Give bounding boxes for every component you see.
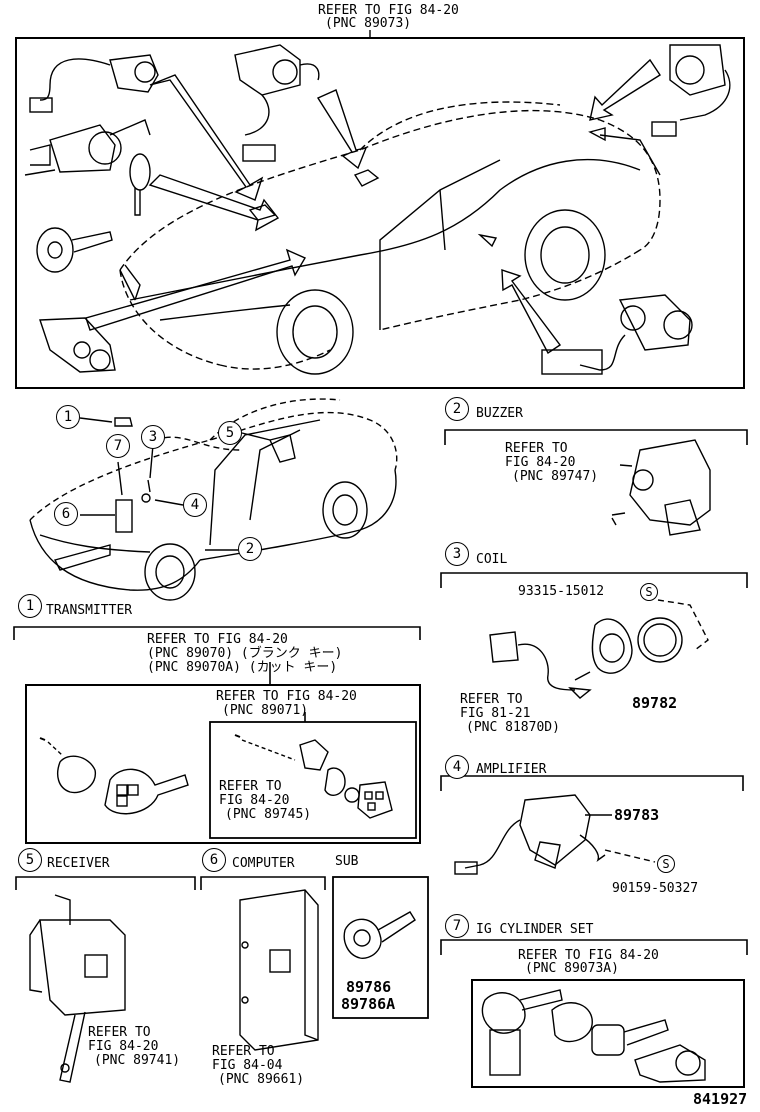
callout-2: 2 bbox=[238, 537, 262, 561]
top-frame bbox=[15, 37, 745, 389]
callout-7: 7 bbox=[106, 434, 130, 458]
small-car-solid bbox=[29, 417, 397, 601]
computer-title: COMPUTER bbox=[232, 856, 295, 871]
transmitter-inner-ref2: (PNC 89071) bbox=[222, 703, 309, 718]
transmitter-ref1: REFER TO FIG 84-20 bbox=[147, 632, 288, 647]
amplifier-s-mark: S bbox=[657, 855, 675, 873]
receiver-ref3: (PNC 89741) bbox=[94, 1053, 181, 1068]
ig-cylinder-parts bbox=[481, 989, 706, 1083]
coil-s-mark: S bbox=[640, 583, 658, 601]
transmitter-sub-ref3: (PNC 89745) bbox=[225, 807, 312, 822]
buzzer-ref2: FIG 84-20 bbox=[505, 455, 576, 470]
transmitter-inner-ref1: REFER TO FIG 84-20 bbox=[216, 689, 357, 704]
transmitter-title: TRANSMITTER bbox=[46, 603, 133, 618]
top-right-parts bbox=[234, 44, 731, 375]
computer-num: 6 bbox=[202, 848, 226, 872]
buzzer-ref1: REFER TO bbox=[505, 441, 568, 456]
transmitter-frames bbox=[13, 626, 421, 844]
amplifier-title: AMPLIFIER bbox=[476, 762, 547, 777]
ig-cylinder-title: IG CYLINDER SET bbox=[476, 922, 594, 937]
sub-part1: 89786 bbox=[346, 978, 392, 996]
coil-num: 3 bbox=[445, 542, 469, 566]
top-ref-line1: REFER TO FIG 84-20 bbox=[318, 3, 459, 18]
callout-4: 4 bbox=[183, 493, 207, 517]
coil-ref2: FIG 81-21 bbox=[460, 706, 531, 721]
buzzer-part bbox=[611, 439, 711, 536]
sub-title: SUB bbox=[335, 854, 359, 869]
top-car-outline bbox=[119, 101, 661, 370]
amplifier-part bbox=[454, 794, 656, 875]
amplifier-part-bottom: 90159-50327 bbox=[612, 881, 699, 896]
transmitter-sub-ref2: FIG 84-20 bbox=[219, 793, 290, 808]
right-section-frames bbox=[440, 429, 748, 1088]
callout-1: 1 bbox=[56, 405, 80, 429]
top-arrows bbox=[85, 58, 661, 355]
coil-ref3: (PNC 81870D) bbox=[466, 720, 560, 735]
top-left-parts bbox=[24, 54, 159, 373]
transmitter-num: 1 bbox=[18, 594, 42, 618]
coil-ref1: REFER TO bbox=[460, 692, 523, 707]
transmitter-sub-ref1: REFER TO bbox=[219, 779, 282, 794]
transmitter-ref2: (PNC 89070) (ブランク キー) bbox=[147, 646, 343, 661]
amplifier-num: 4 bbox=[445, 755, 469, 779]
top-ref-line2: (PNC 89073) bbox=[325, 16, 412, 31]
amplifier-part-main: 89783 bbox=[614, 806, 660, 824]
coil-title: COIL bbox=[476, 552, 508, 567]
callout-6: 6 bbox=[54, 502, 78, 526]
ig-cylinder-ref1: REFER TO FIG 84-20 bbox=[518, 948, 659, 963]
ig-cylinder-num: 7 bbox=[445, 914, 469, 938]
transmitter-ref3: (PNC 89070A) (カット キー) bbox=[147, 660, 338, 675]
computer-part bbox=[239, 889, 319, 1051]
buzzer-title: BUZZER bbox=[476, 406, 523, 421]
callout-3: 3 bbox=[141, 425, 165, 449]
computer-ref2: FIG 84-04 bbox=[212, 1058, 283, 1073]
sub-key-part bbox=[343, 911, 416, 959]
coil-part-main: 89782 bbox=[632, 694, 678, 712]
transmitter-parts bbox=[39, 734, 393, 819]
receiver-num: 5 bbox=[18, 848, 42, 872]
sub-part2: 89786A bbox=[341, 995, 396, 1013]
receiver-ref2: FIG 84-20 bbox=[88, 1039, 159, 1054]
top-car-solid bbox=[119, 134, 661, 375]
ig-cylinder-ref2: (PNC 89073A) bbox=[525, 961, 619, 976]
receiver-ref1: REFER TO bbox=[88, 1025, 151, 1040]
computer-ref3: (PNC 89661) bbox=[218, 1072, 305, 1087]
lower-left-frames bbox=[15, 876, 429, 1019]
figure-number: 841927 bbox=[693, 1090, 748, 1108]
buzzer-num: 2 bbox=[445, 397, 469, 421]
receiver-part bbox=[29, 894, 126, 1083]
callout-5: 5 bbox=[218, 421, 242, 445]
buzzer-ref3: (PNC 89747) bbox=[512, 469, 599, 484]
coil-part-top: 93315-15012 bbox=[518, 584, 605, 599]
coil-part bbox=[489, 599, 709, 699]
computer-ref1: REFER TO bbox=[212, 1044, 275, 1059]
receiver-title: RECEIVER bbox=[47, 856, 110, 871]
